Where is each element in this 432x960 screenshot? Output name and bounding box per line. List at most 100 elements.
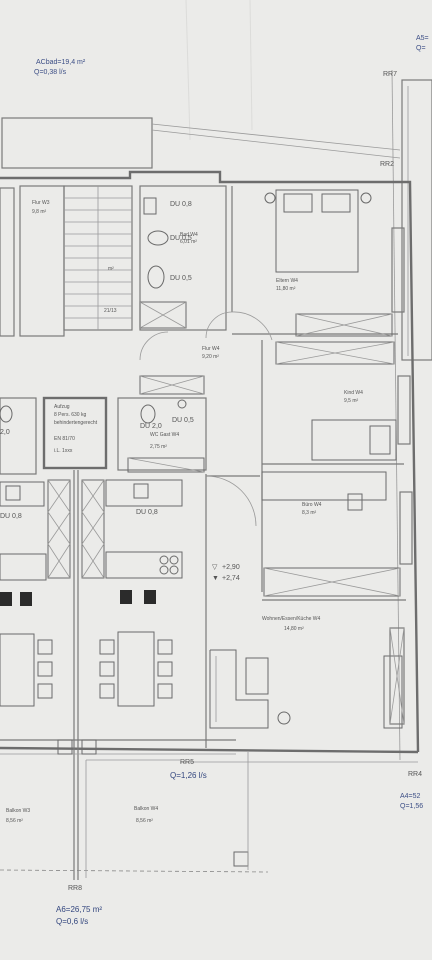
- door-swing: [139, 331, 169, 361]
- cabinet-cross: [389, 627, 405, 725]
- elevation-label: +2,90: [222, 564, 240, 571]
- kitchen-island-left: [0, 553, 47, 581]
- cooktop-burner: [169, 555, 179, 565]
- left-wc-toilet: [0, 405, 13, 423]
- drain-label-rr8: RR8: [68, 885, 82, 892]
- outer-wall-bottom: [0, 746, 419, 754]
- sofa: [209, 649, 269, 729]
- drain-label-rr7: RR7: [383, 71, 397, 78]
- lift-shaft: [42, 396, 108, 470]
- flow-label-rr4: Q=1,56: [400, 803, 423, 810]
- room-name: Wohnen/Essen/Küche W4: [262, 616, 320, 622]
- kitchen-sink: [133, 483, 149, 499]
- left-wall-strip: [0, 187, 15, 337]
- pillow-kind: [369, 425, 391, 455]
- area-label-top: ACbad=19,4 m²: [36, 59, 86, 66]
- shaft-cross: [127, 457, 205, 473]
- room-area: 9,8 m²: [32, 209, 47, 215]
- flow-label-top: Q=0,38 l/s: [34, 69, 67, 76]
- lift-text: Aufzug: [54, 404, 70, 410]
- dining-table-w4: [117, 631, 155, 707]
- room-name: Balkon W3: [6, 808, 30, 814]
- tv-sideboard: [383, 655, 403, 729]
- kitchen-counter-top: [105, 479, 183, 507]
- bar-stool: [144, 590, 156, 604]
- room-area: 11,80 m²: [276, 286, 296, 292]
- cooktop-burner: [169, 565, 179, 575]
- flow-label-a5: Q=: [416, 45, 426, 52]
- wc-gast: [117, 397, 207, 471]
- door-swing: [205, 475, 257, 527]
- window-eltern: [391, 227, 405, 313]
- lift-text: 8 Pers. 630 kg: [54, 412, 86, 418]
- room-name: Büro W4: [302, 502, 322, 508]
- bar-stool: [20, 592, 32, 606]
- stair-area: m²: [108, 266, 114, 272]
- lift-text: i.L. 1xxx: [54, 448, 73, 454]
- area-label-a6: A6=26,75 m²: [56, 905, 102, 914]
- drain-label-rr5: RR5: [180, 759, 194, 766]
- du-label: DU 0,8: [0, 513, 22, 520]
- cooktop-burner: [159, 555, 169, 565]
- window-wohnen: [389, 627, 405, 725]
- desk-buero: [261, 471, 387, 501]
- roof-edge-line: [151, 123, 401, 151]
- roof-overhang: [1, 117, 153, 169]
- outer-wall-top: [0, 170, 420, 753]
- room-area: 9,5 m²: [344, 398, 359, 404]
- room-area: 6,01 m²: [180, 239, 197, 245]
- paper-fold: [185, 0, 191, 141]
- area-label-a4: A4=52: [400, 793, 421, 800]
- wc-shaft: [139, 375, 205, 395]
- drain-label-rr2: RR2: [380, 161, 394, 168]
- bar-stool: [120, 590, 132, 604]
- du-label: DU 0,5: [170, 235, 192, 242]
- wc-shaft-lower: [127, 457, 205, 473]
- kitchen-island: [105, 551, 183, 579]
- area-label-a5: A5=: [416, 35, 429, 42]
- room-area: 8,56 m²: [6, 818, 23, 824]
- room-area: 2,75 m²: [150, 444, 167, 450]
- room-name: Flur W4: [202, 346, 220, 352]
- flow-label-rr5: Q=1,26 l/s: [170, 771, 207, 780]
- toilet: [147, 265, 165, 289]
- coffee-table: [245, 657, 269, 695]
- elevation-label: +2,74: [222, 575, 240, 582]
- room-name: WC Gast W4: [150, 432, 179, 438]
- wardrobe-kind: [275, 341, 395, 365]
- bed-kind: [311, 419, 397, 461]
- du-label: DU 0,5: [170, 275, 192, 282]
- room-name: Bad W4: [180, 232, 198, 238]
- wardrobe-cross: [295, 313, 393, 337]
- wardrobe-cross: [275, 341, 395, 365]
- pillow-right: [321, 193, 351, 213]
- roof-edge-line: [151, 129, 401, 159]
- kitchen-sink-left: [5, 485, 21, 501]
- left-wc: [0, 397, 37, 475]
- room-area: 8,3 m²: [302, 510, 317, 516]
- drain-line-right: [391, 69, 401, 761]
- floor-lamp: [277, 711, 291, 725]
- shaft-cross: [139, 301, 187, 329]
- door-swing: [205, 311, 233, 339]
- lift-text: EN 81/70: [54, 436, 75, 442]
- wardrobe-eltern: [295, 313, 393, 337]
- room-name: Kind W4: [344, 390, 363, 396]
- du-label: 2,0: [0, 429, 10, 436]
- pillow-left: [283, 193, 313, 213]
- room-name: Balkon W4: [134, 806, 158, 812]
- nightstand-lamp-right: [360, 192, 372, 204]
- kitchen-counter-left: [0, 481, 45, 507]
- du-label: DU 2,0: [140, 423, 162, 430]
- wc-toilet: [140, 404, 156, 424]
- dining-chairs-w4: [99, 639, 173, 699]
- room-name: Eltern W4: [276, 278, 298, 284]
- wc-basin: [177, 399, 187, 409]
- double-bed: [275, 189, 359, 273]
- chair-buero: [347, 493, 363, 511]
- right-terrace: [401, 79, 432, 361]
- room-area: 14,80 m²: [284, 626, 304, 632]
- door-swing: [231, 311, 273, 341]
